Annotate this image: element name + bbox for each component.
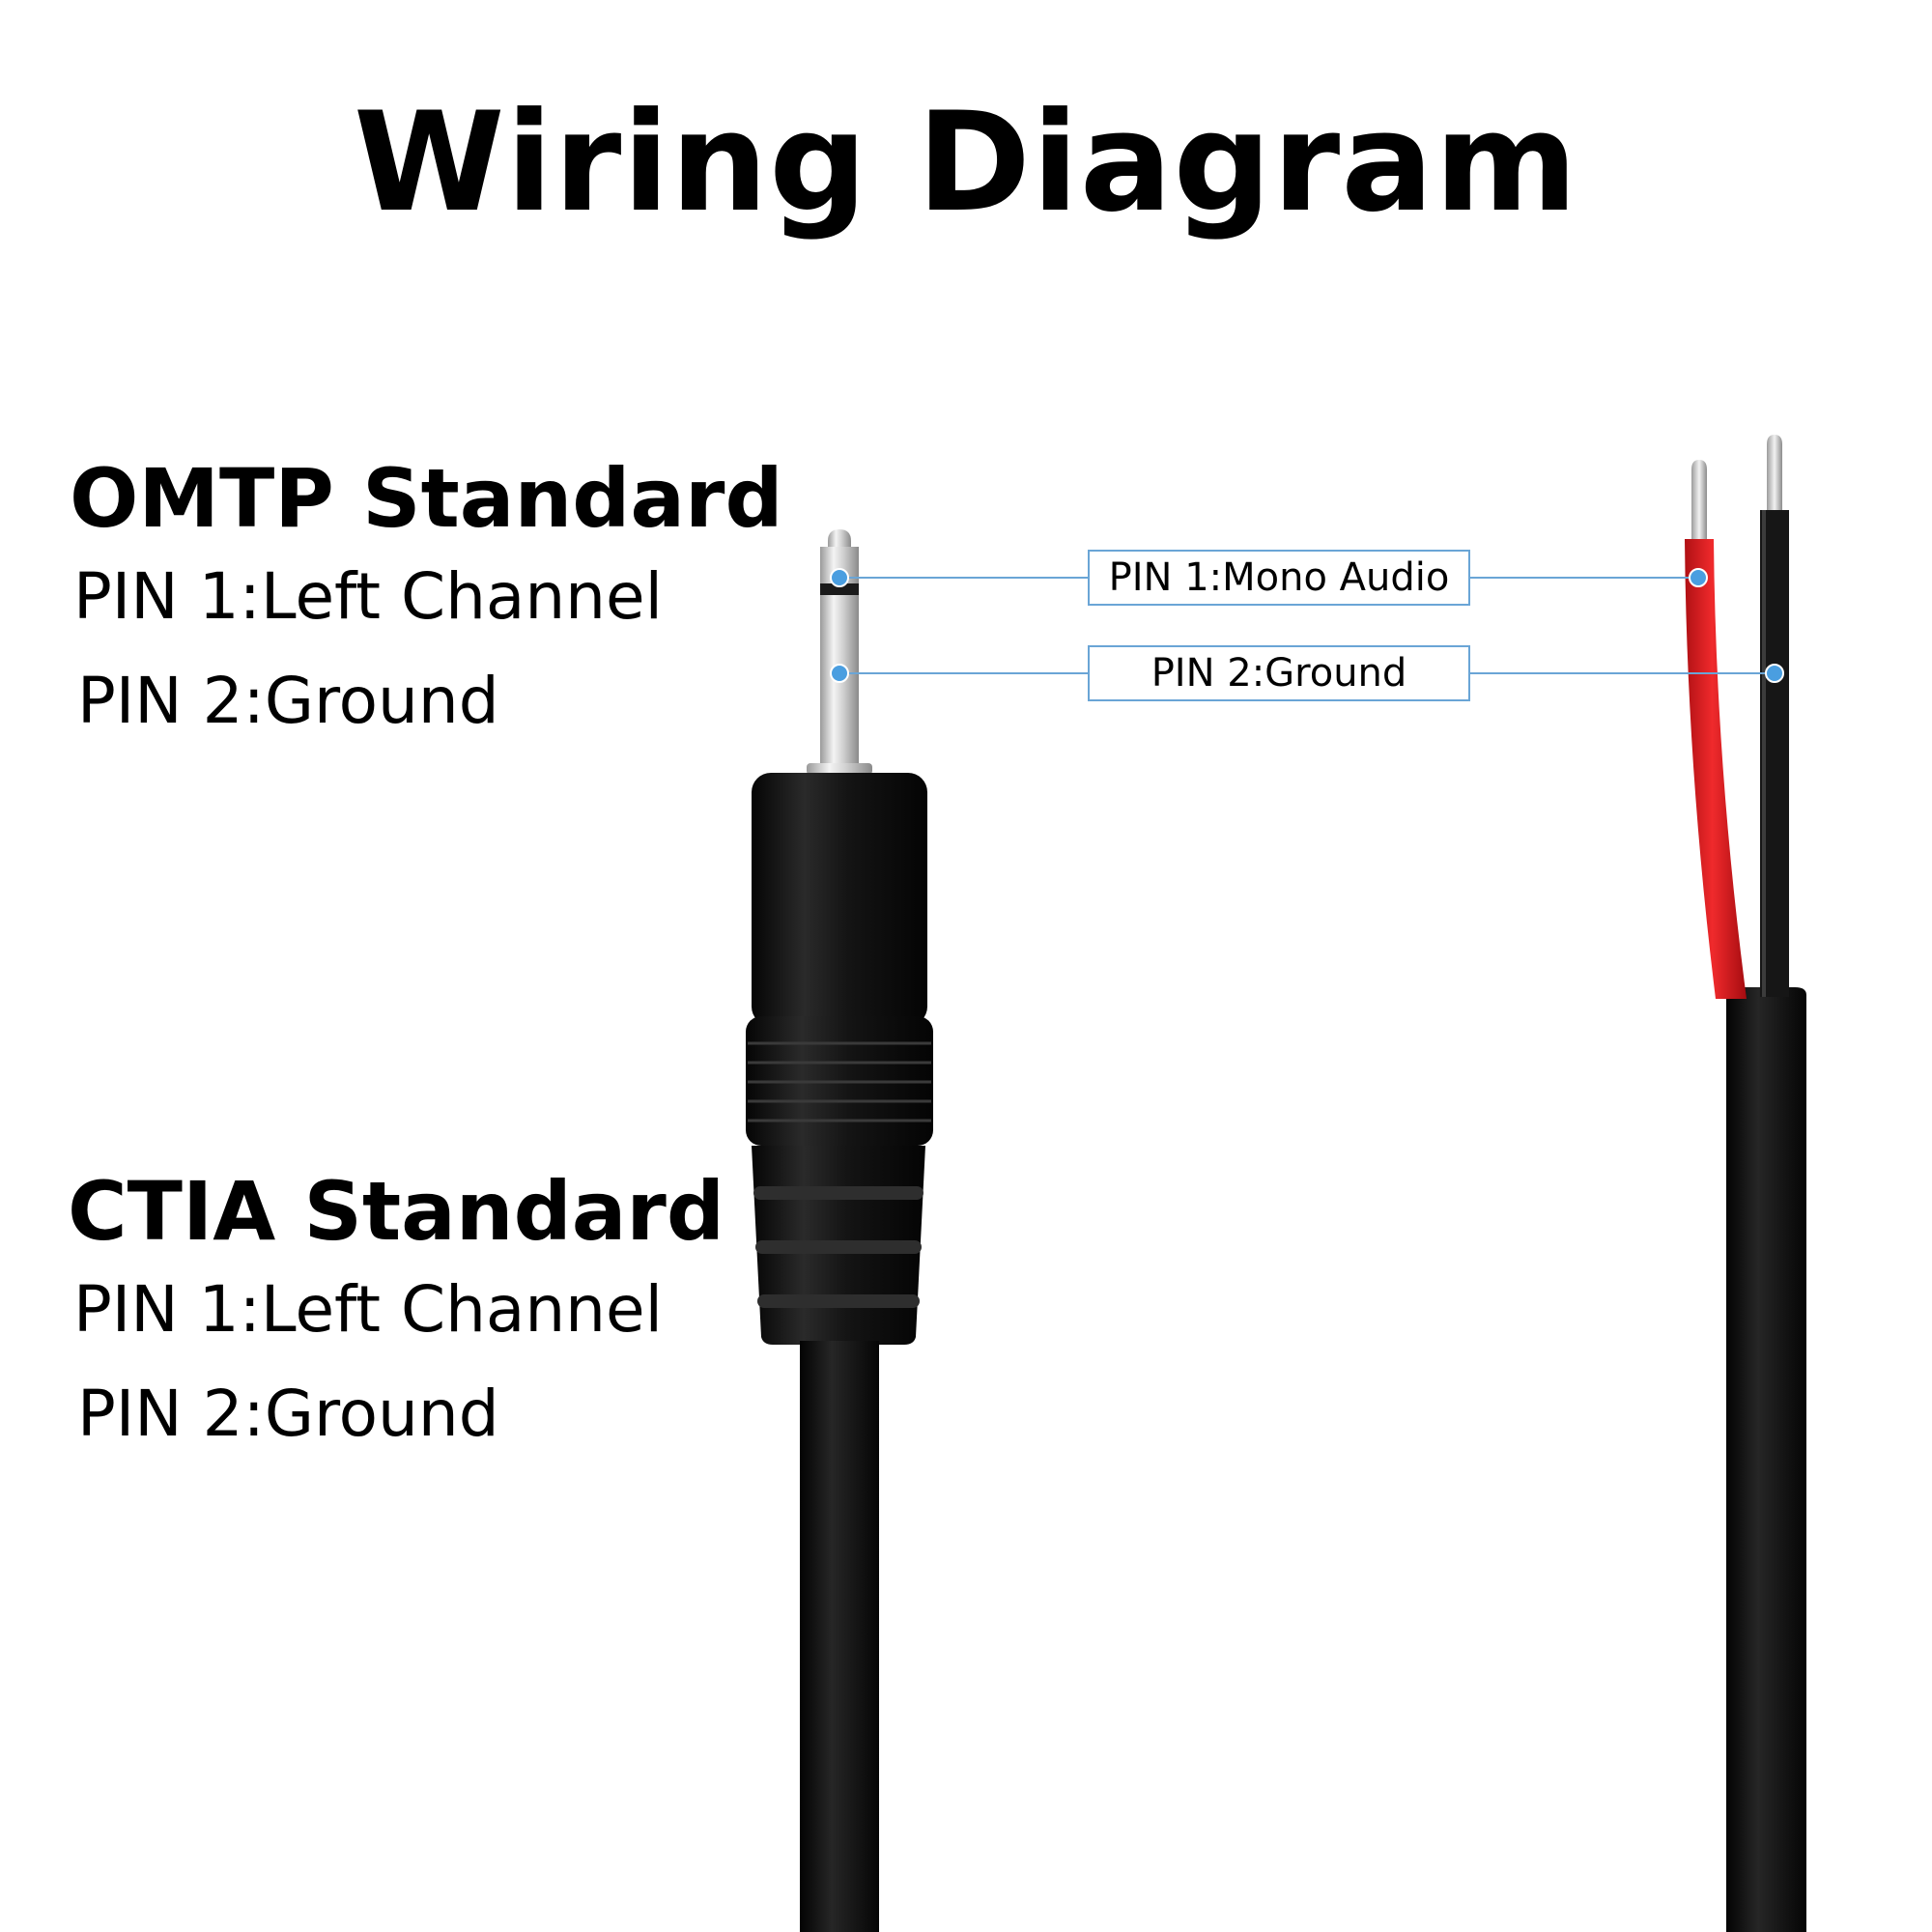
red-wire-conductor [1691, 460, 1707, 539]
black-wire-pin-2-dot [1765, 664, 1784, 683]
bare-wires-icon [1685, 435, 1806, 1932]
ctia-standard-heading: CTIA Standard [68, 1164, 724, 1259]
mono-plug-icon [746, 529, 933, 1932]
plug-tip [828, 529, 851, 547]
plug-pin-2-dot [830, 664, 849, 683]
omtp-standard-heading: OMTP Standard [70, 451, 783, 546]
callout-pin-2-label: PIN 2:Ground [1151, 651, 1407, 696]
callout-leaders [839, 577, 1775, 674]
plug-insulator [820, 583, 859, 595]
strain-relief-slots [753, 1186, 923, 1308]
grip-ribs [748, 1041, 931, 1122]
black-wire [1760, 510, 1789, 997]
callout-pin-1: PIN 1:Mono Audio [1088, 550, 1470, 606]
ctia-pin-1-label: PIN 1:Left Channel [73, 1272, 663, 1347]
red-wire-pin-1-dot [1689, 568, 1708, 587]
callout-pin-1-label: PIN 1:Mono Audio [1108, 555, 1450, 600]
plug-pin-1-dot [830, 568, 849, 587]
omtp-pin-1-label: PIN 1:Left Channel [73, 559, 663, 634]
callout-dots [830, 568, 1784, 683]
plug-body [752, 773, 927, 1026]
plug-cable [800, 1341, 879, 1932]
page-title: Wiring Diagram [353, 83, 1578, 242]
wire-jacket [1726, 987, 1806, 1932]
omtp-pin-2-label: PIN 2:Ground [77, 664, 499, 738]
ctia-pin-2-label: PIN 2:Ground [77, 1377, 499, 1451]
plug-collar [807, 763, 872, 775]
black-wire-conductor [1767, 435, 1782, 510]
red-wire [1685, 539, 1747, 999]
callout-pin-2: PIN 2:Ground [1088, 645, 1470, 701]
